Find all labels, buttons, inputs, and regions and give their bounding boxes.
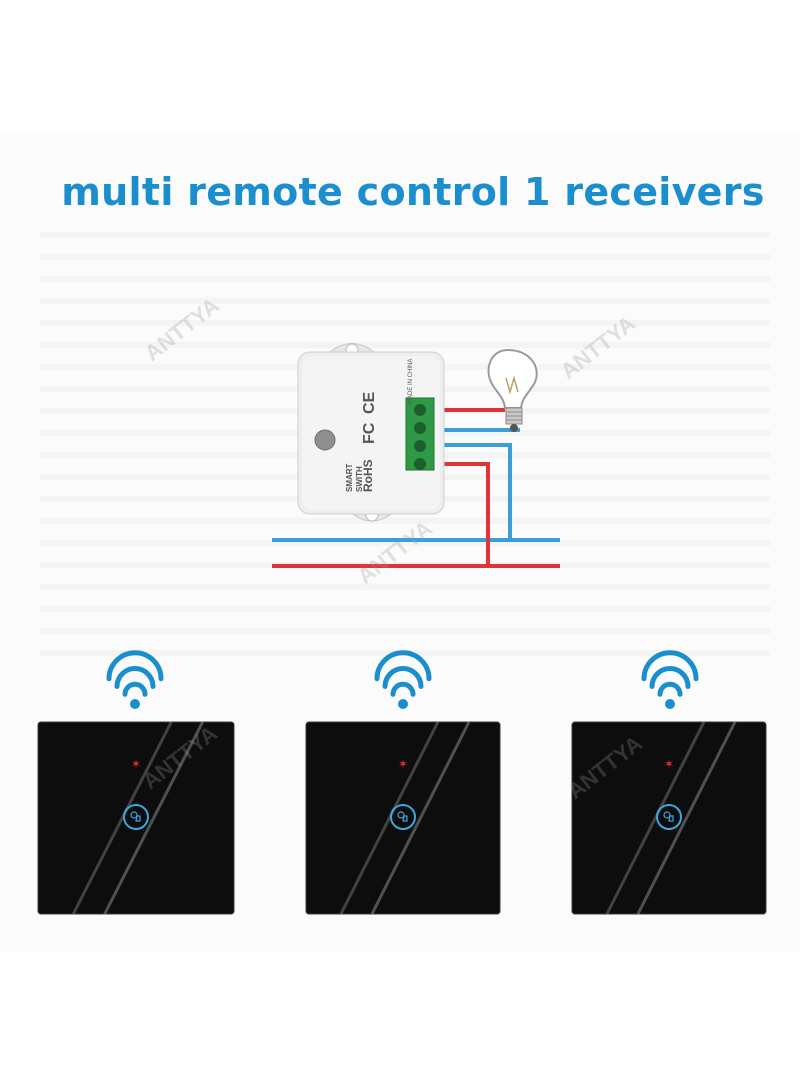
watermark-2: ANTTYA [556,310,640,383]
touch-button-icon[interactable] [390,804,416,830]
wifi-icon [641,650,699,709]
wifi-icon [106,650,164,709]
switch-row: ✶ ✶ ✶ [37,650,767,915]
wall-switch: ✶ [37,650,235,915]
wall-switch: ✶ [305,650,501,915]
wiring [272,408,560,568]
receiver-module: RoHS FC CE SMART SWITH MADE IN CHINA [297,343,445,522]
light-bulb-icon [487,348,538,432]
wall-switch: ✶ [571,650,767,915]
watermark-3: ANTTYA [353,515,437,588]
glass-reflection [339,721,440,915]
glass-reflection [605,721,706,915]
wifi-icon [374,650,432,709]
watermark-1: ANTTYA [140,292,224,365]
pairing-button [314,429,336,451]
marking-rohs: RoHS [361,459,375,492]
marking-ce: CE [361,391,378,414]
marking-swith: SWITH [355,466,364,492]
touch-button-icon[interactable] [656,804,682,830]
indicator-star-icon: ✶ [131,757,141,771]
glass-reflection [370,721,471,915]
wire-neutral-branch [430,428,520,540]
touch-button-icon[interactable] [123,804,149,830]
marking-made-in-china: MADE IN CHINA [408,359,414,404]
indicator-star-icon: ✶ [398,757,408,771]
indicator-star-icon: ✶ [664,757,674,771]
wire-live-input [430,462,490,566]
glass-reflection [71,721,173,915]
marking-smart: SMART [345,463,354,492]
headline-title: multi remote control 1 receivers [61,170,765,214]
glass-reflection [103,721,204,915]
glass-reflection [636,721,737,915]
marking-fc: FC [361,422,378,444]
